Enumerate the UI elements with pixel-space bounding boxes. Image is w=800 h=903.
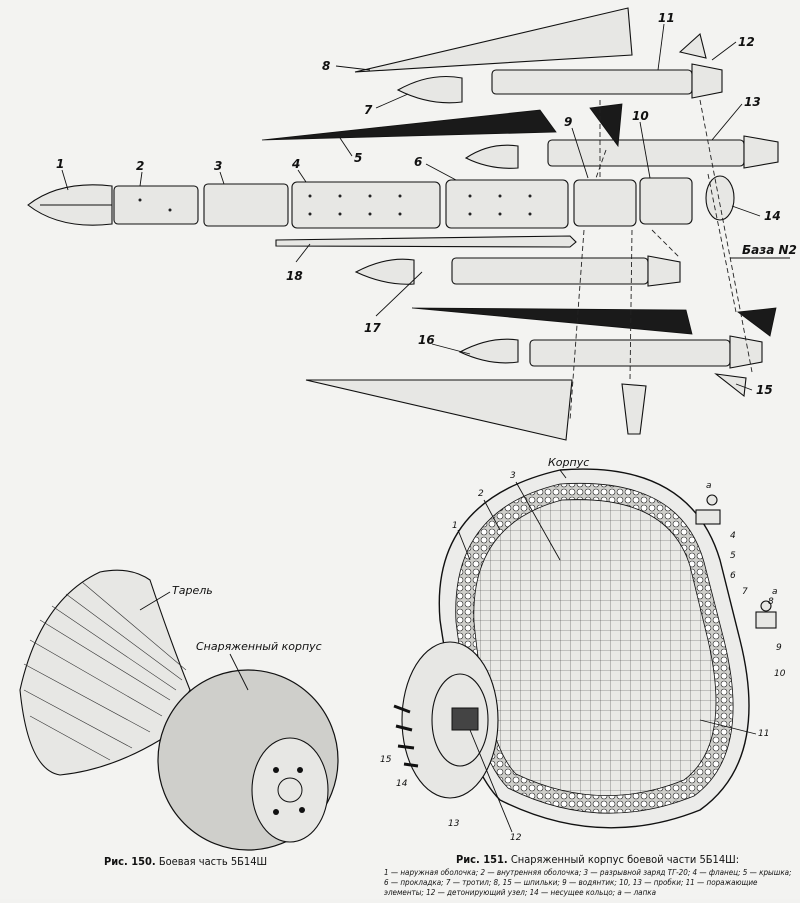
tube-11 — [491, 69, 693, 95]
label-13: 13 — [744, 95, 761, 109]
label-151-4: 4 — [730, 531, 736, 541]
label-151-11: 11 — [758, 729, 769, 739]
fig151-legend: 1 — наружная оболочка; 2 — внутренняя об… — [384, 868, 792, 897]
cone-17 — [354, 258, 415, 285]
cone-16 — [458, 338, 519, 364]
detonator — [451, 707, 479, 731]
tarel-bell — [19, 569, 191, 776]
label-1: 1 — [56, 157, 64, 171]
wing-8 — [354, 7, 633, 73]
fig151-caption-number: Рис. 151. — [456, 853, 508, 866]
label-11: 11 — [658, 11, 675, 25]
assembly-guides — [569, 99, 753, 421]
label-3: 3 — [214, 159, 222, 173]
label-151-12: 12 — [510, 833, 522, 843]
rivets — [138, 194, 532, 216]
label-loaded-body: Снаряженный корпус — [196, 640, 322, 653]
fig150-warhead: Тарель Снаряженный корпус — [19, 569, 339, 851]
fin-black-lower — [411, 307, 693, 335]
nose-cone — [27, 184, 113, 226]
section-9 — [573, 179, 637, 227]
label-151-a-top: а — [706, 481, 712, 491]
tube-17 — [451, 257, 649, 285]
end-cap-parts — [273, 767, 305, 815]
fig151-caption-text: Снаряженный корпус боевой части 5Б14Ш: — [510, 853, 740, 866]
label-151-6: 6 — [730, 571, 736, 581]
cone-7 — [396, 75, 463, 104]
nozzle-12 — [691, 63, 723, 99]
fig150-caption-text: Боевая часть 5Б14Ш — [158, 855, 268, 868]
explosive-charge — [473, 499, 717, 796]
label-6: 6 — [414, 155, 422, 169]
section-10 — [639, 177, 693, 225]
label-base-n2: База N2 — [742, 243, 797, 257]
fig150-caption: Рис. 150. Боевая часть 5Б14Ш — [104, 855, 267, 868]
label-151-3: 3 — [510, 471, 516, 481]
section-4 — [291, 181, 441, 229]
fin-5 — [261, 109, 557, 141]
fig150-caption-number: Рис. 150. — [104, 855, 156, 868]
label-18: 18 — [286, 269, 303, 283]
ring-14 — [705, 175, 735, 221]
label-tarel: Тарель — [172, 584, 213, 597]
label-10: 10 — [632, 109, 649, 123]
label-4: 4 — [291, 157, 300, 171]
fig151-section: Корпус 1 2 3 4 5 6 7 8 9 10 11 12 13 14 … — [380, 456, 786, 843]
label-151-10: 10 — [774, 669, 786, 679]
label-151-2: 2 — [478, 489, 484, 499]
section-2 — [113, 185, 199, 225]
studs-15 — [393, 704, 419, 768]
fig151-caption: Рис. 151. Снаряженный корпус боевой част… — [456, 853, 739, 866]
fin-15 — [714, 373, 747, 398]
fig149-labels: 1 2 3 4 5 6 7 8 9 10 11 12 13 1 — [56, 11, 797, 397]
section-6 — [445, 179, 569, 229]
label-151-a-right: а — [772, 587, 778, 597]
label-12: 12 — [738, 35, 755, 49]
label-17: 17 — [364, 321, 381, 335]
section-3 — [203, 183, 289, 227]
label-151-13: 13 — [448, 819, 460, 829]
label-korpus: Корпус — [548, 456, 589, 469]
fig151-labels: Корпус 1 2 3 4 5 6 7 8 9 10 11 12 13 14 … — [380, 456, 786, 843]
label-151-5: 5 — [730, 551, 736, 561]
fig149-exploded-view: 1 2 3 4 5 6 7 8 9 10 11 12 13 1 — [27, 7, 797, 441]
label-151-8: 8 — [768, 597, 774, 607]
sphere-end-cap — [251, 737, 329, 843]
label-151-15: 15 — [380, 755, 392, 765]
tarel-ribs — [23, 581, 187, 761]
flange-parts — [695, 494, 777, 629]
wing-bottom — [305, 379, 573, 441]
label-5: 5 — [354, 151, 362, 165]
label-151-1: 1 — [452, 521, 458, 531]
label-14: 14 — [764, 209, 781, 223]
label-7: 7 — [364, 103, 373, 117]
label-8: 8 — [322, 59, 330, 73]
label-15: 15 — [756, 383, 773, 397]
label-2: 2 — [136, 159, 144, 173]
label-9: 9 — [564, 115, 572, 129]
label-151-14: 14 — [396, 779, 408, 789]
label-151-7: 7 — [742, 587, 748, 597]
rod-18 — [275, 235, 577, 248]
label-151-9: 9 — [776, 643, 782, 653]
label-16: 16 — [418, 333, 435, 347]
